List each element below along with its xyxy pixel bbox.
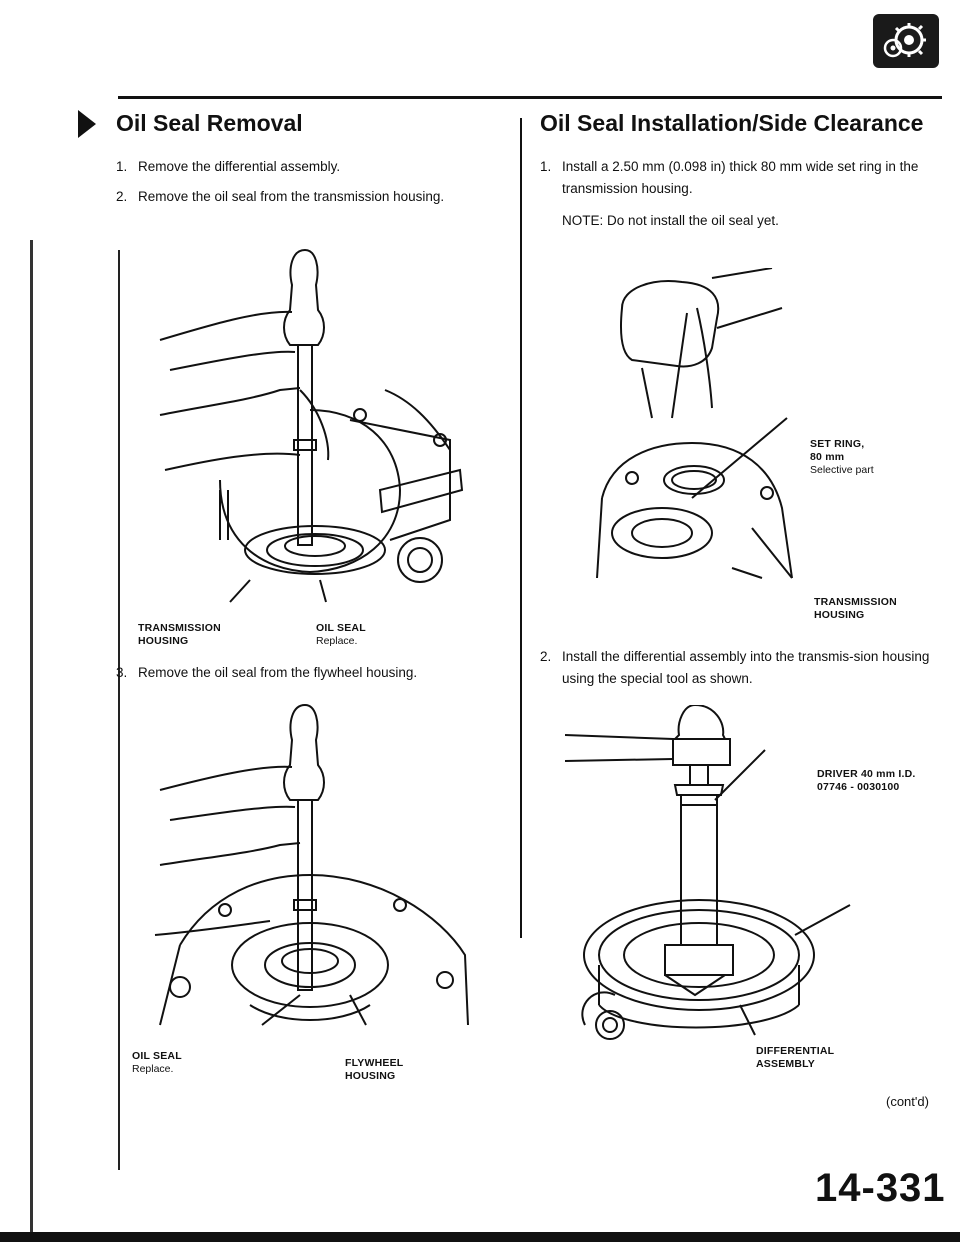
margin-line [118,250,120,1170]
set-ring-install-figure [592,268,802,588]
section-arrow-icon [78,110,96,138]
label-transmission-housing: TRANSMISSION HOUSING [138,622,221,647]
oil-seal-removal-transmission-figure [150,240,470,610]
right-step-2: 2. Install the differential assembly int… [540,649,930,686]
transmission-gear-icon [883,23,926,58]
left-section-title: Oil Seal Removal [116,110,303,136]
right-step-1: 1. Install a 2.50 mm (0.098 in) thick 80… [540,159,919,196]
top-rule [118,96,942,99]
left-step-3: 3.Remove the oil seal from the flywheel … [116,665,418,680]
label-oil-seal-1: OIL SEAL Replace. [316,622,366,647]
column-divider [520,118,522,938]
left-step-2: 2.Remove the oil seal from the transmiss… [116,189,445,204]
right-note: NOTE: Do not install the oil seal yet. [562,213,779,228]
page-number: 14-331 [815,1166,946,1210]
left-step-1: 1.Remove the differential assembly. [116,159,341,174]
label-flywheel-housing: FLYWHEEL HOUSING [345,1057,404,1082]
binding-line [30,240,33,1240]
label-set-ring: SET RING, 80 mm Selective part [810,438,874,476]
label-oil-seal-2: OIL SEAL Replace. [132,1050,182,1075]
label-transmission-housing-2: TRANSMISSION HOUSING [814,596,897,621]
continued-note: (cont'd) [886,1094,929,1109]
differential-install-figure [565,705,865,1045]
right-section-title: Oil Seal Installation/Side Clearance [540,110,924,136]
label-driver-tool: DRIVER 40 mm I.D. 07746 - 0030100 [817,768,916,793]
section-badge [873,14,939,68]
oil-seal-removal-flywheel-figure [150,695,480,1040]
label-differential-assembly: DIFFERENTIAL ASSEMBLY [756,1045,835,1070]
footer-bar [0,1232,960,1242]
